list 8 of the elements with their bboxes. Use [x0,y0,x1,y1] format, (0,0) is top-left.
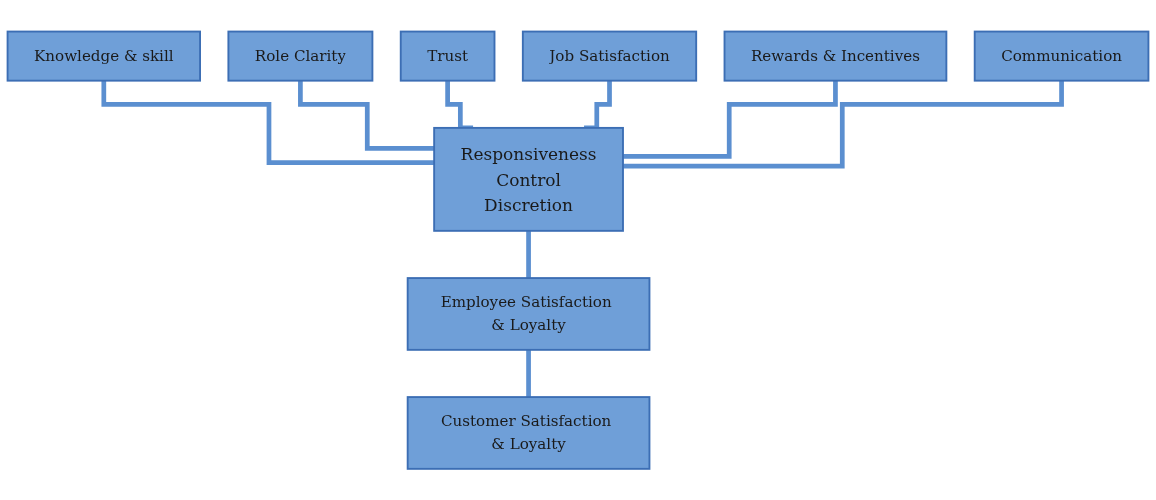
node-box: Customer Satisfaction & Loyalty [406,395,651,470]
node-box: Employee Satisfaction & Loyalty [406,276,651,351]
node-box: Rewards & Incentives [723,30,948,82]
node-box: Trust [399,30,496,82]
node-box: Responsiveness Control Discretion [433,126,624,232]
node-box: Knowledge & skill [6,30,201,82]
node-box: Role Clarity [227,30,374,82]
node-box: Communication [973,30,1150,82]
